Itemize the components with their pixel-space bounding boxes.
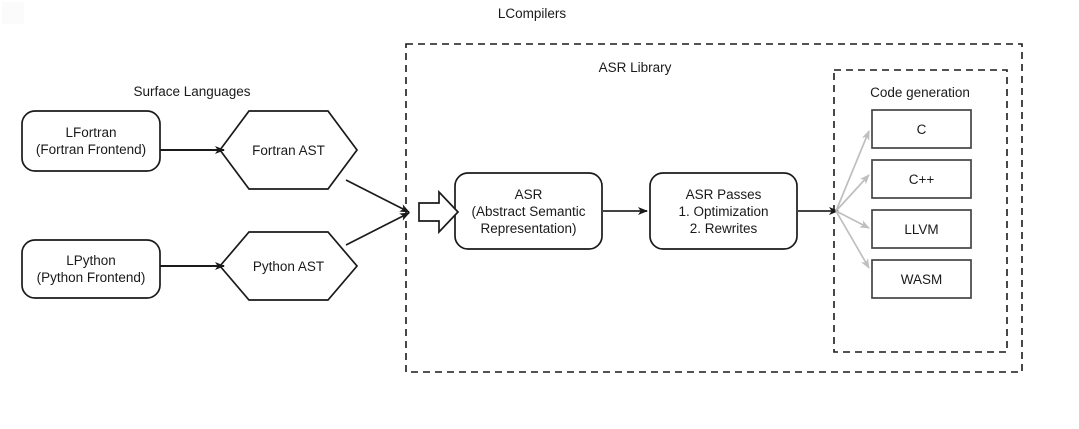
block-arrow-into-asr (418, 189, 460, 235)
asr-node-shape[interactable] (454, 172, 603, 250)
asr-passes-node-shape[interactable] (649, 172, 798, 250)
edge-fortran-ast-to-junction (345, 179, 410, 213)
edge-codegen-to-c (835, 130, 870, 212)
edge-codegen-to-llvm (835, 210, 870, 229)
target-box-cpp[interactable] (871, 159, 972, 199)
fortran-ast-node-shape[interactable] (218, 110, 359, 190)
target-box-llvm[interactable] (871, 209, 972, 249)
corner-artifact (2, 2, 24, 24)
target-box-wasm[interactable] (871, 259, 972, 299)
edge-codegen-to-cpp (835, 174, 870, 212)
python-ast-node-shape[interactable] (218, 231, 359, 301)
edge-python-ast-to-junction (345, 212, 410, 246)
lfortran-node-shape[interactable] (21, 110, 161, 172)
target-box-c[interactable] (871, 109, 972, 149)
lcompilers-group-border (405, 43, 1023, 373)
edge-codegen-to-wasm (835, 210, 870, 269)
lpython-node-shape[interactable] (21, 239, 161, 299)
